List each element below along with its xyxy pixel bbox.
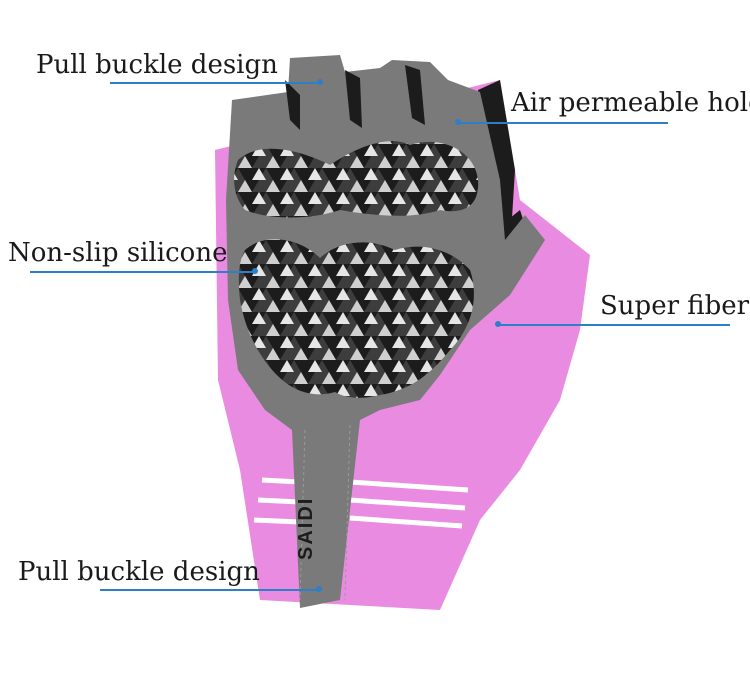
pull-tab-stitch <box>299 429 306 601</box>
callout-mid-right-dot <box>495 321 501 327</box>
callout-mid-right-line <box>498 324 730 326</box>
cuff-stripe <box>349 515 463 529</box>
finger-gap <box>405 65 425 125</box>
cuff-stripe <box>349 497 466 511</box>
silicone-upper <box>234 141 479 218</box>
finger-gap <box>345 70 362 128</box>
callout-mid-right-label: Super fiber <box>600 291 750 321</box>
callout-mid-left-line <box>30 271 255 273</box>
callout-bottom-left-label: Pull buckle design <box>18 557 260 587</box>
callout-mid-left-label: Non-slip silicone <box>8 238 228 268</box>
callout-top-left-dot <box>317 79 323 85</box>
pull-tab-stitch <box>344 424 351 601</box>
callout-top-right-dot <box>455 119 461 125</box>
cuff-stripe <box>349 479 469 493</box>
callout-mid-left-dot <box>252 268 258 274</box>
cuff-stripe <box>261 477 301 485</box>
cuff-stripe <box>257 497 301 505</box>
callout-top-left-label: Pull buckle design <box>36 50 278 80</box>
brand-logo: SAIDI <box>295 497 317 560</box>
callout-bottom-left-dot <box>316 586 322 592</box>
callout-bottom-left-line <box>100 589 320 591</box>
cuff-stripe <box>253 517 301 525</box>
finger-gap <box>285 80 300 130</box>
silicone-lower <box>238 239 474 398</box>
callout-top-right-label: Air permeable hole <box>511 88 750 118</box>
callout-top-left-line <box>110 82 318 84</box>
callout-top-right-line <box>458 122 668 124</box>
